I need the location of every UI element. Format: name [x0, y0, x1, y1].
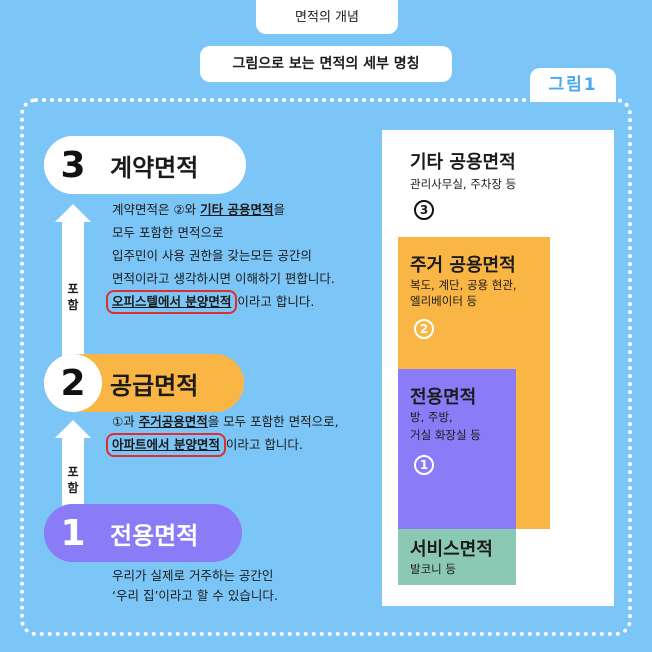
- page-subtitle: 그림으로 보는 면적의 세부 명칭: [200, 46, 452, 82]
- l2-line1-post: 을 모두 포함한 면적으로,: [207, 414, 339, 429]
- other-common-title: 기타 공용면적: [410, 152, 516, 173]
- mark-3: 3: [414, 200, 434, 220]
- l2-line2-post: 이라고 합니다.: [225, 437, 303, 452]
- l3-line4: 면적이라고 생각하시면 이해하기 편합니다.: [112, 271, 335, 286]
- l3-line1-pre: 계약면적은 ②와: [112, 202, 201, 217]
- header-tab: 면적의 개념: [256, 0, 398, 34]
- housing-common-desc2: 엘리베이터 등: [410, 294, 478, 308]
- include-arrow-lower: 포 함: [55, 420, 91, 522]
- figure-label: 그림1: [530, 68, 616, 102]
- level-1-name: 전용면적: [110, 521, 199, 550]
- arrow-label-top: 포: [67, 465, 79, 479]
- service-desc: 발코니 등: [410, 562, 456, 576]
- housing-common-title: 주거 공용면적: [410, 255, 516, 276]
- level-3-description: 계약면적은 ②와 기타 공용면적을 모두 포함한 면적으로 입주민이 사용 권한…: [106, 198, 335, 314]
- level-1-number: 1: [44, 504, 102, 562]
- service-area-box: 서비스면적 발코니 등: [398, 529, 516, 585]
- level-2-name: 공급면적: [110, 371, 199, 400]
- arrow-up-icon: [55, 204, 91, 222]
- level-2-number: 2: [44, 354, 102, 412]
- exclusive-title: 전용면적: [410, 387, 477, 408]
- l3-line1-post: 을: [273, 202, 286, 217]
- level-2-pill: 2 공급면적: [44, 354, 244, 412]
- level-3-number: 3: [44, 136, 102, 194]
- service-title: 서비스면적: [410, 539, 493, 560]
- l2-line1-pre: ①과: [112, 414, 139, 429]
- l3-line5-post: 이라고 합니다.: [237, 294, 315, 309]
- mark-1: 1: [414, 455, 434, 475]
- l3-highlight: 오피스텔에서 분양면적: [106, 290, 238, 314]
- l3-line3: 입주민이 사용 권한을 갖는모든 공간의: [112, 248, 312, 263]
- other-common-desc: 관리사무실, 주차장 등: [410, 177, 517, 191]
- l2-highlight: 아파트에서 분양면적: [106, 433, 226, 457]
- level-3-name: 계약면적: [110, 153, 199, 182]
- housing-common-desc1: 복도, 계단, 공용 현관,: [410, 278, 517, 292]
- level-1-pill: 1 전용면적: [44, 504, 242, 562]
- mark-2: 2: [414, 319, 434, 339]
- exclusive-desc2: 거실 화장실 등: [410, 428, 481, 442]
- l2-line1-underlined: 주거공용면적: [138, 414, 208, 429]
- l1-line1: 우리가 실제로 거주하는 공간인: [112, 568, 274, 583]
- exclusive-desc1: 방, 주방,: [410, 410, 453, 424]
- level-1-description: 우리가 실제로 거주하는 공간인 ‘우리 집’이라고 할 수 있습니다.: [112, 566, 278, 606]
- arrow-label-bottom: 함: [67, 298, 79, 312]
- include-arrow-upper: 포 함: [55, 204, 91, 372]
- l3-line1-underlined: 기타 공용면적: [200, 202, 274, 217]
- arrow-up-icon: [55, 420, 91, 438]
- l3-line2: 모두 포함한 면적으로: [112, 225, 224, 240]
- arrow-label-top: 포: [67, 282, 79, 296]
- l1-line2: ‘우리 집’이라고 할 수 있습니다.: [112, 588, 278, 603]
- level-3-pill: 3 계약면적: [44, 136, 246, 194]
- exclusive-area-box: 전용면적 방, 주방, 거실 화장실 등 1: [398, 369, 516, 529]
- arrow-label-bottom: 함: [67, 481, 79, 495]
- dotted-frame: [20, 98, 632, 636]
